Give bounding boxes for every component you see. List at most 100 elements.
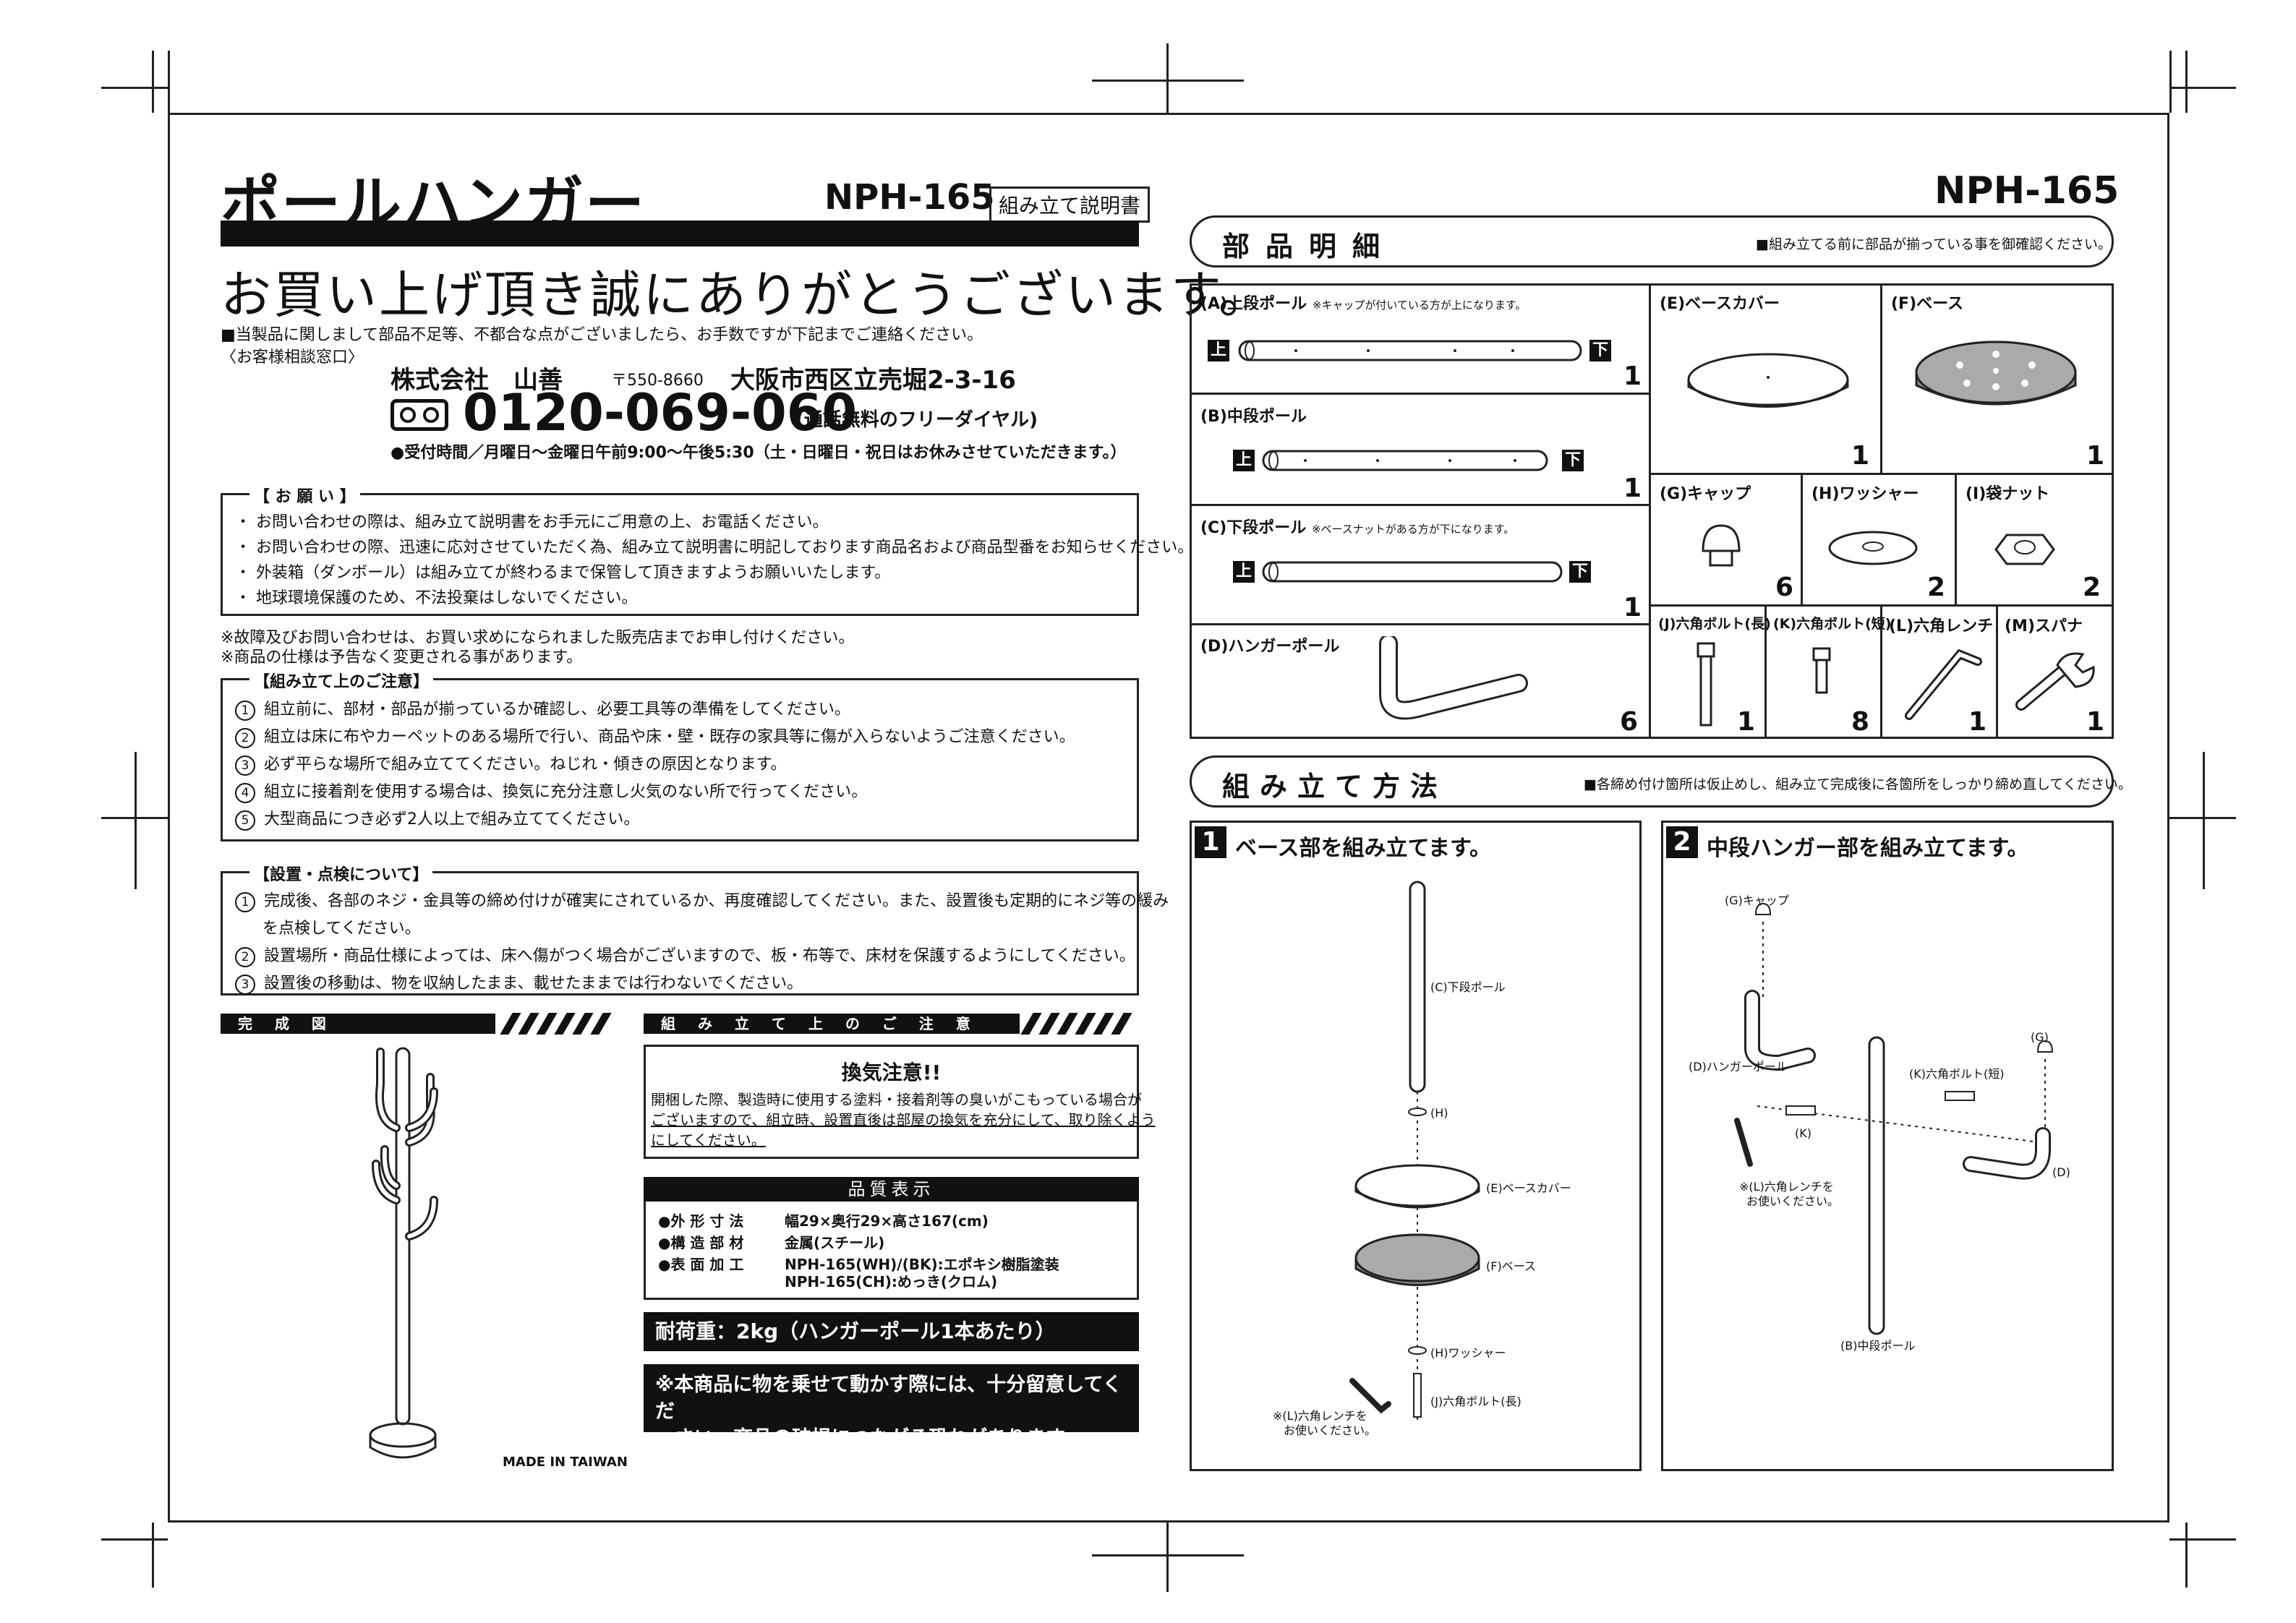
part-l-qty: 1 — [1968, 707, 1987, 737]
step1-label-j: (J)六角ボルト(長) — [1430, 1395, 1522, 1408]
part-e-label: (E)ベースカバー — [1660, 295, 1780, 313]
part-j-qty: 1 — [1737, 707, 1756, 737]
model-number-right: NPH-165 — [1934, 169, 2120, 213]
bottom-mark: 下 — [1569, 561, 1591, 583]
assembly-title: 組み立て方法 — [1222, 771, 1448, 802]
assembly-cautions-label: 【組み立て上のご注意】 — [249, 669, 434, 692]
part-f-qty: 1 — [2086, 441, 2105, 471]
crop-mark — [135, 752, 137, 889]
quality-row: ●構 造 部 材金属(スチール) — [658, 1234, 885, 1251]
part-i-label: (I)袋ナット — [1966, 485, 2050, 503]
service-hours: ●受付時間／月曜日～金曜日午前9:00～午後5:30（土・日曜日・祝日はお休みさ… — [391, 444, 1127, 462]
part-d-qty: 6 — [1620, 707, 1639, 737]
postal-code: 〒550-8660 — [611, 372, 704, 390]
crop-mark — [2169, 87, 2236, 89]
warning-box: ※本商品に物を乗せて動かす際には、十分留意してくだ さい。商品の破損につながる恐… — [644, 1364, 1139, 1449]
step2-illustration — [1734, 902, 2054, 1335]
part-l-illustration — [1905, 648, 1982, 720]
step2-label-k2: (K) — [1795, 1126, 1811, 1140]
part-a-note: ※キャップが付いている方が上になります。 — [1312, 299, 1527, 312]
part-b-illustration — [1262, 450, 1548, 471]
grid-line — [1955, 473, 1957, 604]
crop-mark — [168, 51, 170, 113]
part-h-illustration — [1828, 531, 1918, 565]
grid-line — [1880, 604, 1882, 739]
request-item: ・ 外装箱（ダンボール）は組み立てが終わるまで保管して頂きますようお願いいたしま… — [235, 564, 891, 582]
step2-number: 2 — [1666, 826, 1698, 858]
step2-title: 中段ハンガー部を組み立てます。 — [1707, 836, 2029, 861]
step2-label-l: ※(L)六角レンチを — [1739, 1180, 1834, 1194]
part-e-qty: 1 — [1851, 441, 1870, 471]
parts-note: ■組み立てる前に部品が揃っている事を御確認ください。 — [1756, 236, 2112, 252]
top-mark: 上 — [1233, 561, 1255, 583]
crop-mark — [1166, 43, 1169, 113]
step1-label-l2: お使いください。 — [1284, 1423, 1377, 1437]
part-c-note: ※ベースナットがある方が下になります。 — [1311, 523, 1515, 536]
top-mark: 上 — [1208, 340, 1229, 361]
step2-label-l2: お使いください。 — [1746, 1194, 1840, 1208]
grid-line — [1801, 473, 1803, 604]
crop-mark — [2169, 1538, 2236, 1541]
crop-mark — [2169, 51, 2172, 113]
completed-head: 完 成 図 — [221, 1014, 495, 1034]
crop-mark — [152, 1523, 154, 1588]
step2-label-d2: (D) — [2052, 1165, 2070, 1179]
part-c-qty: 1 — [1623, 593, 1642, 622]
quality-row: ●外 形 寸 法幅29×奥行29×高さ167(cm) — [658, 1212, 989, 1230]
part-j-label: (J)六角ボルト(長) — [1658, 616, 1771, 632]
ventilation-box — [644, 1045, 1139, 1159]
part-g-illustration — [1702, 524, 1741, 567]
part-c-label: (C)下段ポール ※ベースナットがある方が下になります。 — [1200, 519, 1515, 537]
installation-label: 【設置・点検について】 — [249, 862, 433, 885]
crop-mark — [2185, 1523, 2188, 1588]
request-item: ・ 地球環境保護のため、不法投棄はしないでください。 — [235, 589, 638, 607]
request-item: ・ お問い合わせの際は、組み立て説明書をお手元にご用意の上、お電話ください。 — [235, 513, 829, 531]
part-j-illustration — [1697, 642, 1715, 727]
parts-grid — [1190, 283, 2114, 739]
step1-label-h2: (H)ワッシャー — [1430, 1346, 1506, 1360]
part-b-label: (B)中段ポール — [1200, 408, 1307, 426]
step1-panel — [1190, 821, 1642, 1471]
quality-row: NPH-165(CH):めっき(クロム) — [785, 1273, 998, 1290]
contact-notice: ■当製品に関しまして部品不足等、不都合な点がございましたら、お手数ですが下記まで… — [221, 326, 983, 344]
crop-mark — [101, 1538, 168, 1541]
step2-label-g: (G)キャップ — [1725, 894, 1789, 907]
freedial-icon — [391, 399, 448, 431]
part-b-qty: 1 — [1623, 474, 1642, 503]
step2-panel — [1661, 821, 2114, 1471]
part-a-qty: 1 — [1623, 361, 1642, 391]
remark: ※故障及びお問い合わせは、お買い求めになられました販売店までお申し付けください。 — [221, 629, 855, 647]
part-h-qty: 2 — [1927, 573, 1946, 602]
parts-header — [1190, 215, 2114, 267]
manual-tag: 組み立て説明書 — [989, 187, 1151, 223]
ventilation-line: ございますので、組立時、設置直後は部屋の換気を充分にして、取り除くよう — [651, 1111, 1156, 1129]
warning-line: ※本商品に物を乗せて動かす際には、十分留意してくだ — [655, 1374, 1122, 1423]
part-m-label: (M)スパナ — [2005, 617, 2083, 635]
load-capacity: 耐荷重：2kg（ハンガーポール1本あたり） — [644, 1312, 1139, 1351]
step1-label-h: (H) — [1430, 1106, 1448, 1120]
part-g-label: (G)キャップ — [1660, 485, 1751, 503]
part-c-illustration — [1262, 561, 1563, 583]
ventilation-line: 開梱した際、製造時に使用する塗料・接着剤等の臭いがこもっている場合が — [651, 1091, 1142, 1108]
phone-number: 0120-069-060 — [463, 383, 858, 442]
crop-mark — [152, 51, 154, 113]
title-bar — [221, 220, 1139, 247]
part-d-label: (D)ハンガーポール — [1200, 638, 1340, 656]
crop-mark — [2203, 752, 2205, 889]
caution-panel-head: 組 み 立 て 上 の ご 注 意 — [644, 1014, 1020, 1034]
grid-line — [1190, 623, 1649, 625]
quality-head: 品質表示 — [644, 1177, 1139, 1202]
grid-line — [1649, 283, 1651, 739]
grid-line — [1764, 604, 1767, 739]
company-name: 株式会社 山善 — [391, 366, 563, 395]
grid-line — [1190, 393, 1649, 395]
thanks-message: お買い上げ頂き誠にありがとうございます。 — [221, 265, 1271, 325]
sheet-border — [168, 113, 2169, 1523]
part-a-illustration — [1238, 340, 1582, 361]
part-i-qty: 2 — [2083, 573, 2101, 602]
part-i-illustration — [1994, 534, 2055, 565]
